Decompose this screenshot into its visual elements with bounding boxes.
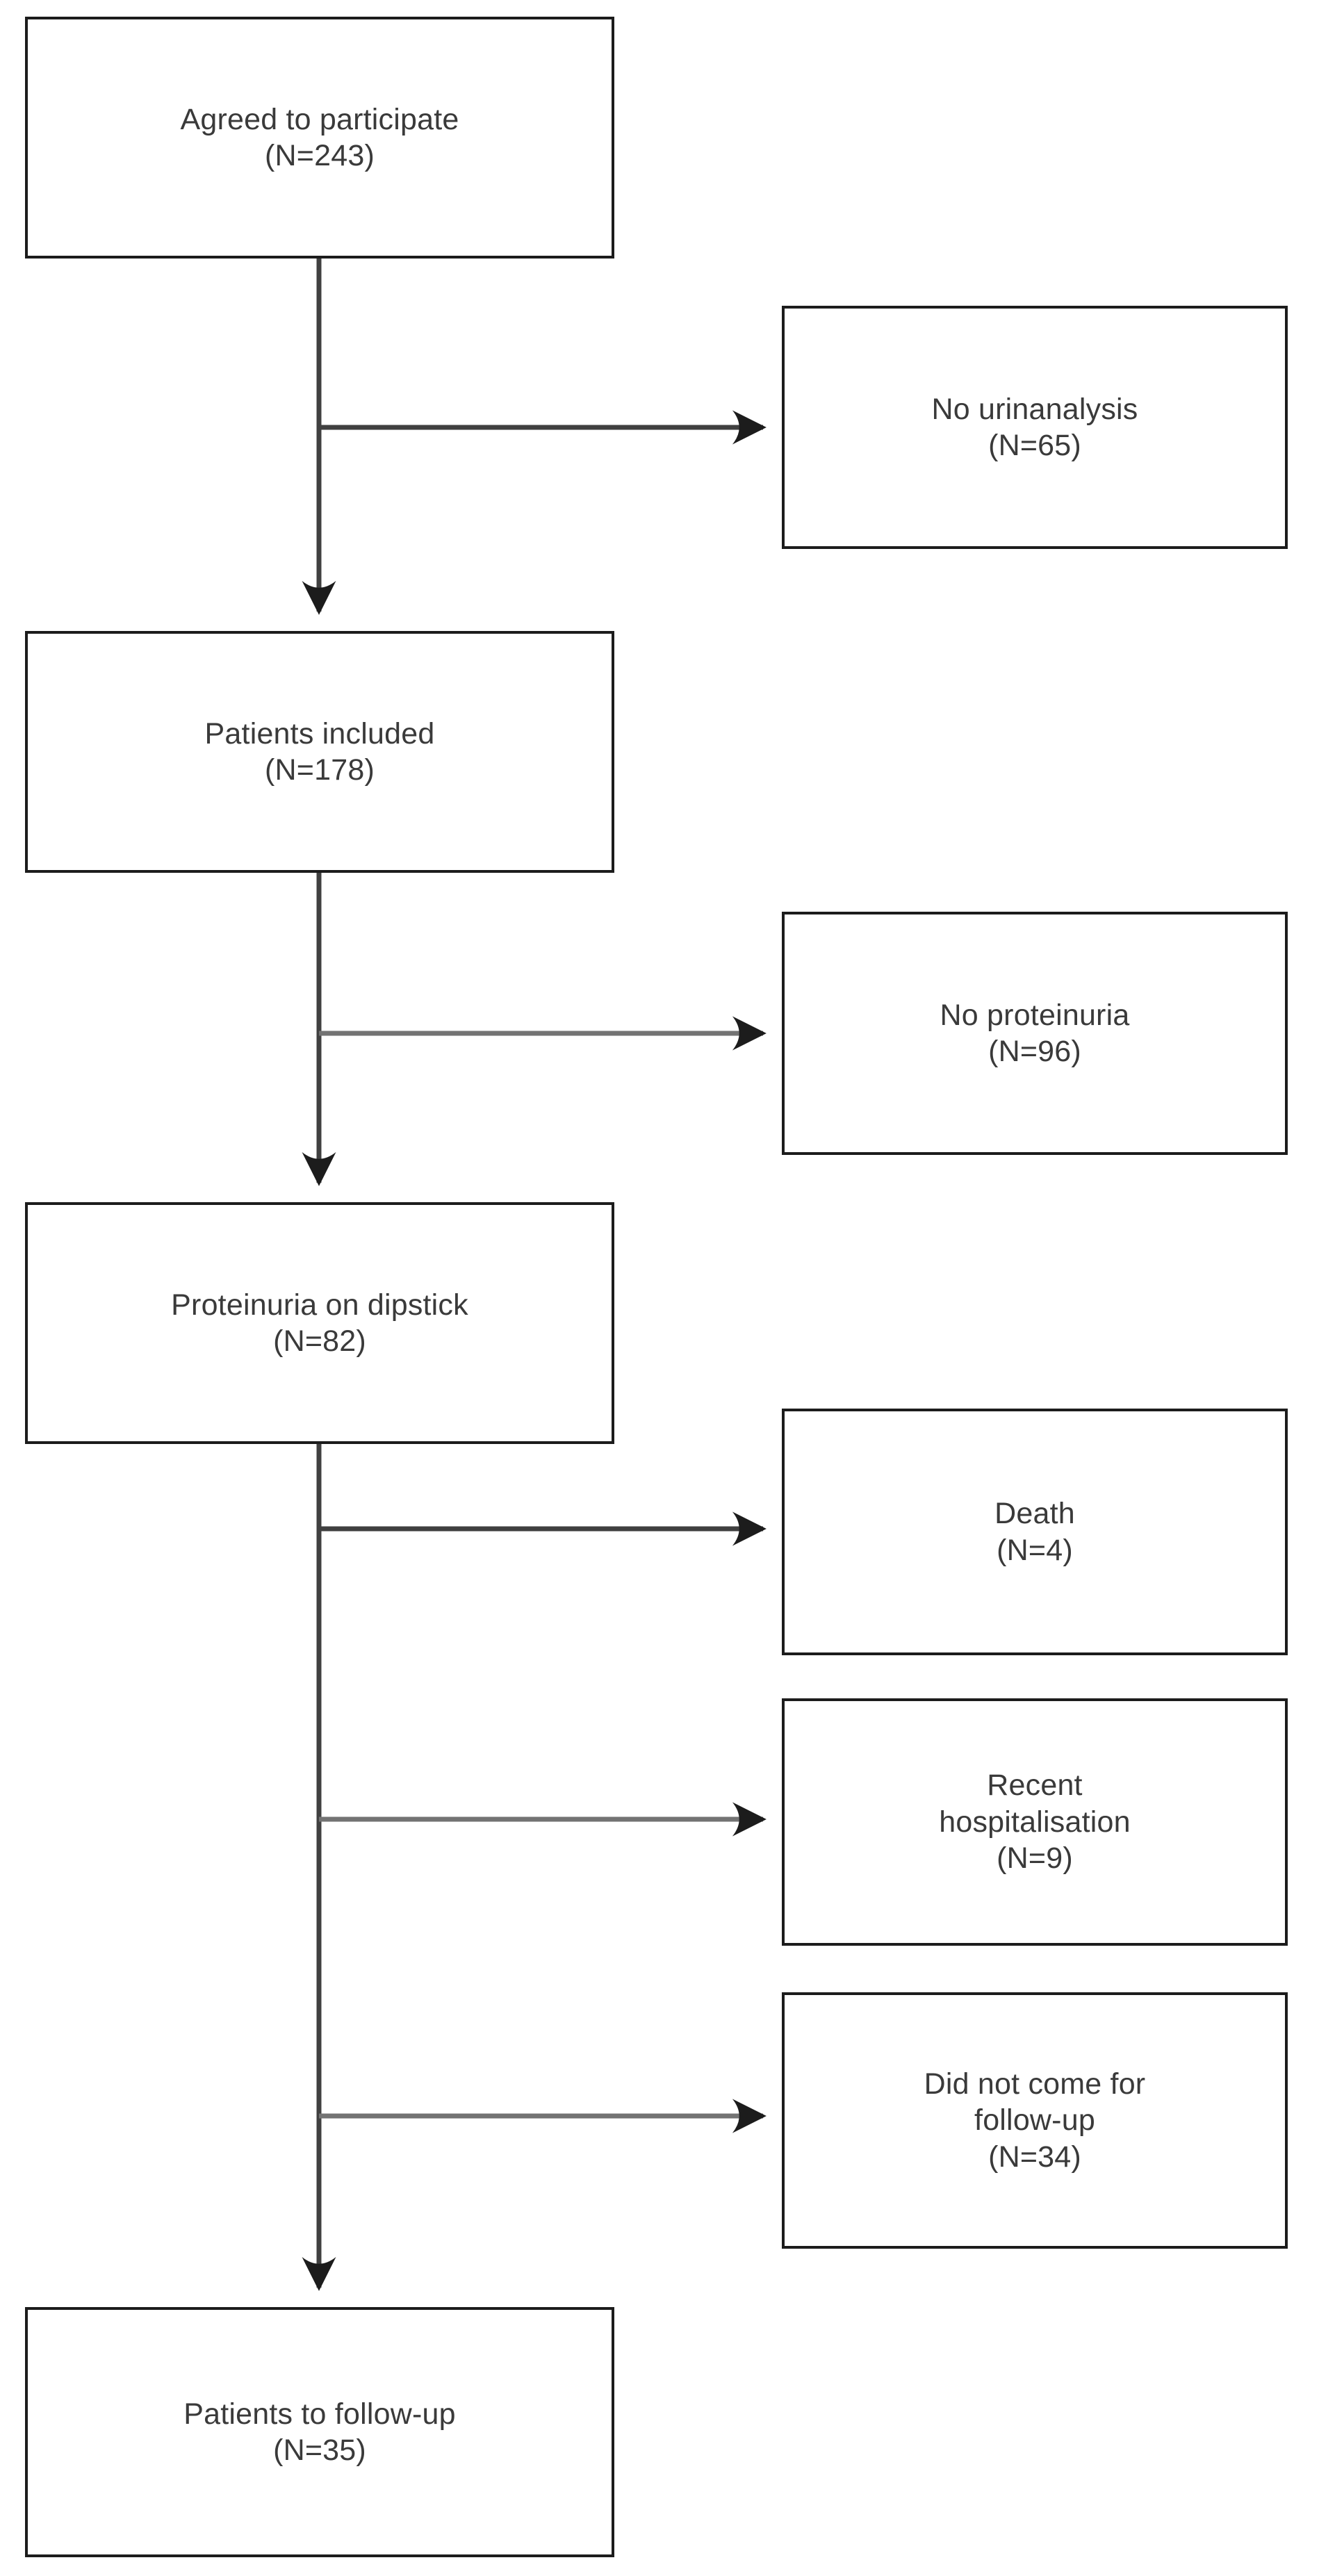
node-no-proteinuria-label: No proteinuria (N=96) xyxy=(940,998,1130,1068)
node-patients-included-label: Patients included (N=178) xyxy=(204,716,435,787)
node-proteinuria-on-dipstick-label: Proteinuria on dipstick (N=82) xyxy=(171,1288,468,1358)
node-recent-hospitalisation[interactable]: Recent hospitalisation (N=9) xyxy=(782,1698,1288,1946)
node-patients-to-follow-up[interactable]: Patients to follow-up (N=35) xyxy=(25,2307,614,2557)
node-proteinuria-on-dipstick[interactable]: Proteinuria on dipstick (N=82) xyxy=(25,1202,614,1444)
node-no-proteinuria[interactable]: No proteinuria (N=96) xyxy=(782,912,1288,1155)
node-no-urinanalysis[interactable]: No urinanalysis (N=65) xyxy=(782,306,1288,549)
node-agreed-to-participate-label: Agreed to participate (N=243) xyxy=(180,102,459,172)
node-did-not-come-for-follow-up[interactable]: Did not come for follow-up (N=34) xyxy=(782,1992,1288,2249)
node-no-urinanalysis-label: No urinanalysis (N=65) xyxy=(931,392,1138,462)
node-death[interactable]: Death (N=4) xyxy=(782,1409,1288,1655)
node-agreed-to-participate[interactable]: Agreed to participate (N=243) xyxy=(25,17,614,259)
node-patients-to-follow-up-label: Patients to follow-up (N=35) xyxy=(183,2397,456,2467)
node-did-not-come-for-follow-up-label: Did not come for follow-up (N=34) xyxy=(924,2067,1146,2174)
node-recent-hospitalisation-label: Recent hospitalisation (N=9) xyxy=(939,1769,1131,1876)
node-death-label: Death (N=4) xyxy=(994,1497,1075,1567)
node-patients-included[interactable]: Patients included (N=178) xyxy=(25,631,614,873)
